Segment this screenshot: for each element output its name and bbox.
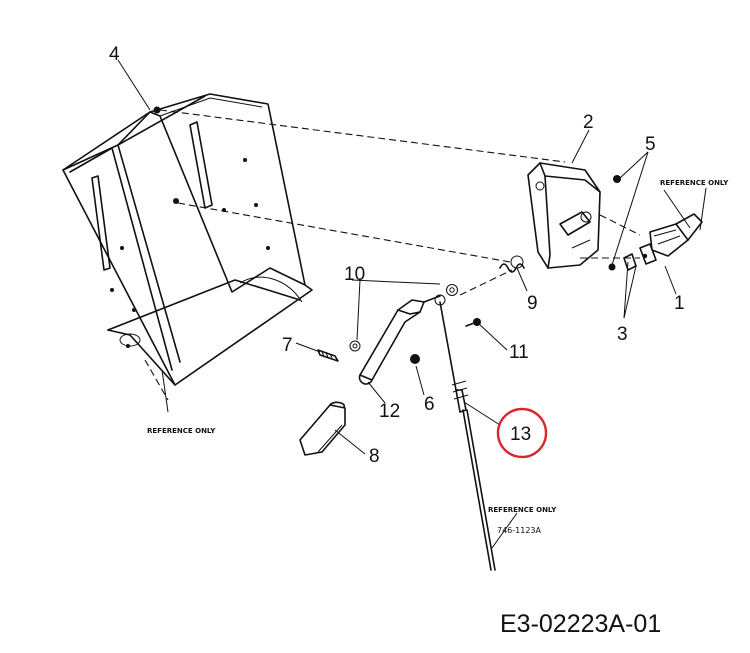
callout-1: 1: [674, 293, 685, 314]
cable-part-number: 746-1123A: [497, 526, 542, 535]
callout-11: 11: [509, 342, 529, 363]
reference-notes: REFERENCE ONLY REFERENCE ONLY REFERENCE …: [147, 179, 729, 535]
reference-only-label: REFERENCE ONLY: [488, 506, 557, 514]
callout-9: 9: [527, 293, 538, 314]
fasteners: [317, 175, 637, 364]
callout-7: 7: [282, 335, 293, 356]
callout-5: 5: [645, 134, 656, 155]
callout-8: 8: [369, 446, 380, 467]
frame-housing: [62, 93, 313, 386]
diagram-id: E3-02223A-01: [500, 610, 661, 638]
callout-10: 10: [344, 264, 365, 285]
reference-only-label: REFERENCE ONLY: [147, 427, 216, 435]
callout-3: 3: [617, 324, 628, 345]
callout-2: 2: [583, 112, 594, 133]
leader-lines: [117, 59, 707, 549]
control-cable: [439, 301, 496, 571]
reference-only-label: REFERENCE ONLY: [660, 179, 729, 187]
callout-12: 12: [379, 401, 400, 422]
handle-grip: [299, 401, 346, 456]
callout-labels: 4 2 5 10 9 1 3 7 11 6 12 8 13: [109, 44, 685, 467]
control-bracket: [527, 162, 601, 269]
control-lever: [358, 294, 446, 385]
callout-6: 6: [424, 394, 435, 415]
callout-13: 13: [510, 424, 531, 445]
assembly-lines: [144, 109, 641, 401]
callout-13-highlight-ring: [496, 407, 548, 459]
callout-4: 4: [109, 44, 120, 65]
switch-assembly: [639, 213, 703, 265]
